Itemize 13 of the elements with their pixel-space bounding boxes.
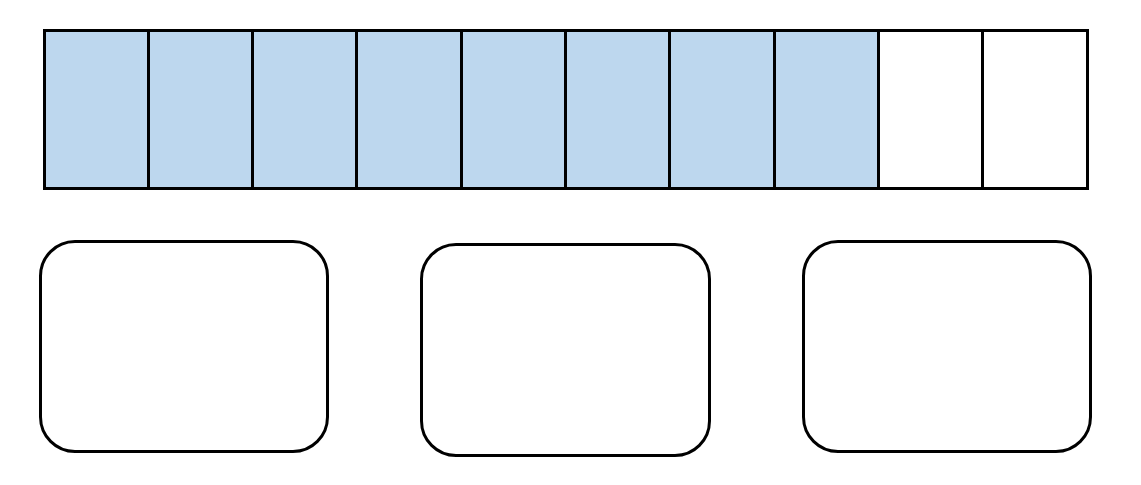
shaded-segment [773,29,880,190]
shaded-segment [668,29,776,190]
shaded-segment [460,29,567,190]
answer-box [420,243,711,457]
empty-segment [981,29,1089,190]
shaded-segment [355,29,463,190]
shaded-segment [251,29,358,190]
answer-box [802,240,1092,453]
shaded-segment [43,29,150,190]
shaded-segment [564,29,671,190]
empty-segment [877,29,984,190]
answer-box [39,240,329,453]
shaded-segment [147,29,254,190]
